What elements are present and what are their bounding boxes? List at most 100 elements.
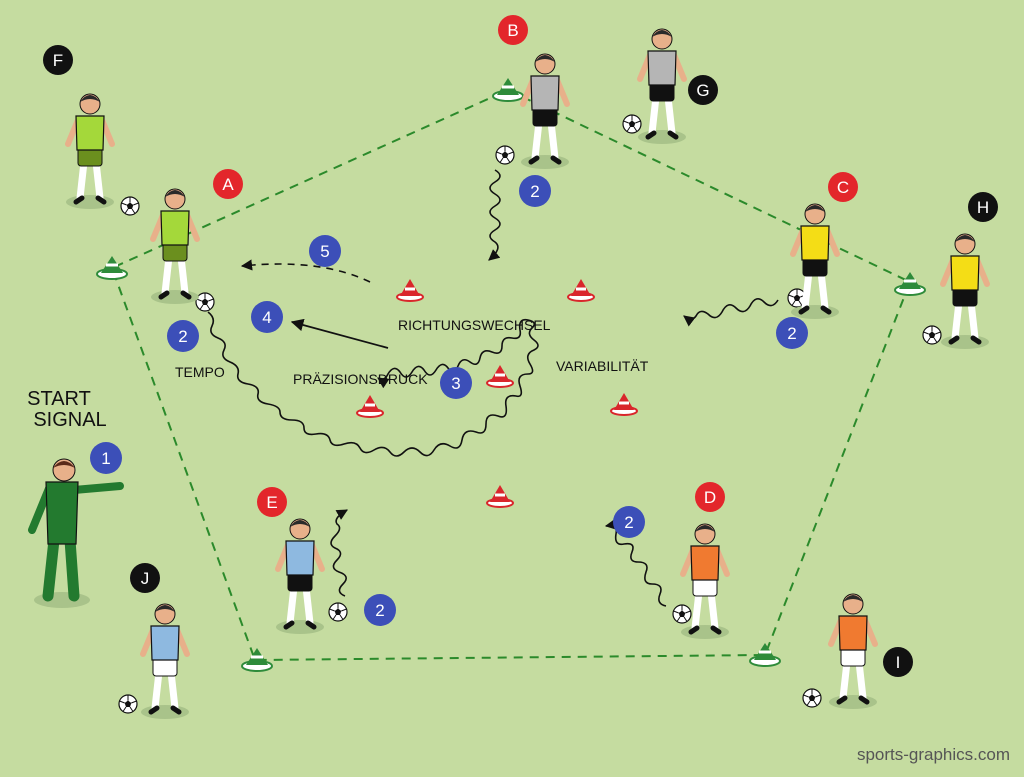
step-number: 3 — [451, 374, 460, 393]
player-shirt — [690, 545, 720, 581]
player-legs — [648, 93, 676, 137]
player-g — [637, 28, 687, 144]
player-legs — [151, 668, 179, 712]
player-hair — [155, 605, 175, 612]
player-d — [680, 523, 730, 639]
player-shadow — [941, 335, 989, 349]
player-c — [790, 203, 840, 319]
player-hair — [955, 235, 975, 242]
player-shirt — [950, 255, 980, 291]
player-hair — [695, 525, 715, 532]
coach — [28, 458, 124, 608]
inner-cone — [486, 485, 514, 508]
player-badge-g: G — [688, 75, 718, 105]
player-legs — [76, 158, 104, 202]
player-hair — [80, 95, 100, 102]
step-number: 1 — [101, 449, 110, 468]
player-hair — [843, 595, 863, 602]
dribble-path-e — [330, 509, 348, 597]
player-h — [940, 233, 990, 349]
player-shirt — [800, 225, 830, 261]
step-number: 4 — [262, 308, 271, 327]
player-j — [140, 603, 190, 719]
player-boots — [528, 155, 562, 165]
player-shadow — [151, 290, 199, 304]
player-legs — [839, 658, 867, 702]
coach-legs — [42, 534, 80, 602]
label-richtungswechsel: RICHTUNGSWECHSEL — [398, 317, 551, 333]
ball — [802, 688, 822, 708]
player-badge-d: D — [695, 482, 725, 512]
player-legs — [951, 298, 979, 342]
label-variabilitaet: VARIABILITÄT — [556, 358, 649, 374]
player-letter: I — [896, 653, 901, 672]
corner-cone-bottom-right — [749, 643, 781, 667]
player-letter: H — [977, 198, 989, 217]
step-badge-2-a: 2 — [167, 320, 199, 352]
player-badge-f: F — [43, 45, 73, 75]
player-shirt — [647, 50, 677, 86]
player-e — [275, 518, 325, 634]
inner-cone — [486, 365, 514, 388]
player-shorts — [77, 147, 103, 167]
coach-shadow — [34, 592, 90, 608]
dribble-path-c — [683, 298, 779, 327]
player-a — [150, 188, 200, 304]
ball — [120, 196, 140, 216]
player-shirt — [160, 210, 190, 246]
player-shirt — [75, 115, 105, 151]
player-legs — [286, 583, 314, 627]
watermark: sports-graphics.com — [857, 745, 1010, 764]
player-shorts — [692, 577, 718, 597]
player-shirt — [150, 625, 180, 661]
player-hair — [805, 205, 825, 212]
step-badge-2-e: 2 — [364, 594, 396, 626]
player-boots — [688, 625, 722, 635]
player-legs — [531, 118, 559, 162]
ball — [922, 325, 942, 345]
coach-jacket — [45, 481, 79, 545]
step-number: 2 — [787, 324, 796, 343]
player-legs — [161, 253, 189, 297]
player-badge-i: I — [883, 647, 913, 677]
dribble-path-b — [488, 169, 501, 261]
step-badge-4: 4 — [251, 301, 283, 333]
inner-cone — [356, 395, 384, 418]
label-tempo: TEMPO — [175, 364, 225, 380]
player-badge-b: B — [498, 15, 528, 45]
ball — [118, 694, 138, 714]
player-shadow — [638, 130, 686, 144]
player-boots — [645, 130, 679, 140]
step-number: 5 — [320, 242, 329, 261]
player-badge-e: E — [257, 487, 287, 517]
start-signal-label-line2: SIGNAL — [33, 409, 106, 431]
player-boots — [798, 305, 832, 315]
ball — [328, 602, 348, 622]
inner-cone — [610, 393, 638, 416]
step-badge-1: 1 — [90, 442, 122, 474]
step-badge-2-d: 2 — [613, 506, 645, 538]
player-boots — [283, 620, 317, 630]
step-badge-2-c: 2 — [776, 317, 808, 349]
player-letter: C — [837, 178, 849, 197]
corner-cone-left — [96, 256, 128, 280]
corner-cone-bottom-left — [241, 648, 273, 672]
corner-cone-right — [894, 272, 926, 296]
dribble-path-tempo — [207, 311, 539, 457]
step-number: 2 — [530, 182, 539, 201]
player-badge-h: H — [968, 192, 998, 222]
player-letter: E — [266, 493, 277, 512]
inner-cone — [396, 279, 424, 302]
player-shadow — [141, 705, 189, 719]
step-badge-3: 3 — [440, 367, 472, 399]
player-hair — [290, 520, 310, 527]
player-hair — [535, 55, 555, 62]
player-boots — [73, 195, 107, 205]
player-badge-a: A — [213, 169, 243, 199]
ball — [195, 292, 215, 312]
player-shadow — [66, 195, 114, 209]
ball — [622, 114, 642, 134]
coach-hair — [53, 461, 75, 468]
player-legs — [691, 588, 719, 632]
